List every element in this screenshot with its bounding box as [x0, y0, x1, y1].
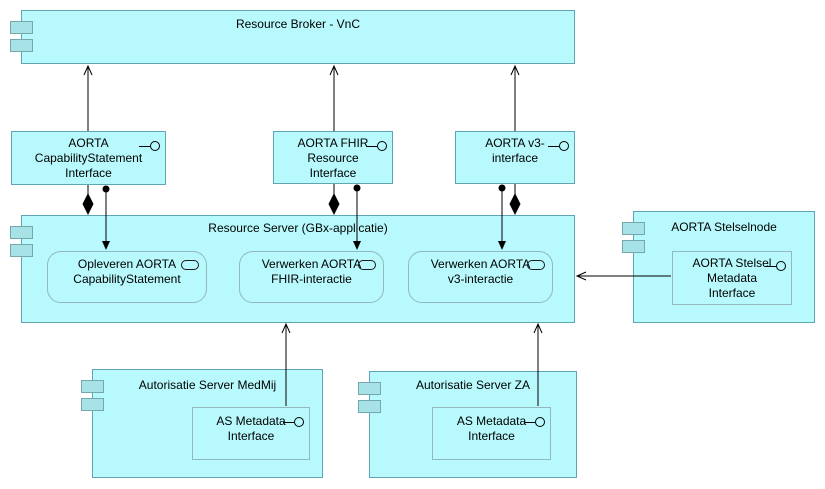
- as-metadata-interface-za-label: AS Metadata Interface: [456, 414, 527, 443]
- resource-server-label: Resource Server (GBx-applicatie): [208, 221, 388, 235]
- serving-arrow-fhir-to-broker: [329, 64, 339, 131]
- stelsel-metadata-interface-node[interactable]: AORTA Stelsel Metadata Interface: [672, 251, 792, 305]
- fhir-resource-interface-label: AORTA FHIR Resource Interface: [297, 136, 369, 180]
- verwerken-v3-interactie-service-node[interactable]: Verwerken AORTA v3-interactie: [408, 251, 553, 303]
- v3-interface-node[interactable]: AORTA v3- interface: [455, 131, 575, 184]
- composition-server-fhir: [328, 184, 340, 215]
- opleveren-capabilitystatement-service-node[interactable]: Opleveren AORTA CapabilityStatement: [47, 251, 207, 303]
- resource-broker-node[interactable]: Resource Broker - VnC: [10, 10, 575, 64]
- stelselnode-node[interactable]: AORTA Stelselnode AORTA Stelsel Metadata…: [622, 211, 815, 323]
- as-metadata-interface-medmij-node[interactable]: AS Metadata Interface: [192, 407, 310, 460]
- autorisatie-server-za-node[interactable]: Autorisatie Server ZA AS Metadata Interf…: [358, 371, 577, 478]
- verwerken-fhir-interactie-service-node[interactable]: Verwerken AORTA FHIR-interactie: [239, 251, 384, 303]
- resource-server-node[interactable]: Resource Server (GBx-applicatie) Oplever…: [10, 215, 575, 323]
- composition-server-capability: [82, 185, 94, 215]
- autorisatie-server-medmij-label: Autorisatie Server MedMij: [138, 378, 277, 392]
- verwerken-v3-interactie-service-label: Verwerken AORTA v3-interactie: [430, 257, 531, 286]
- as-metadata-interface-za-node[interactable]: AS Metadata Interface: [432, 407, 551, 460]
- v3-interface-label: AORTA v3- interface: [485, 136, 545, 165]
- stelselnode-label: AORTA Stelselnode: [671, 220, 777, 234]
- capabilitystatement-interface-node[interactable]: AORTA CapabilityStatement Interface: [11, 131, 166, 185]
- verwerken-fhir-interactie-service-label: Verwerken AORTA FHIR-interactie: [261, 257, 362, 286]
- capabilitystatement-interface-label: AORTA CapabilityStatement Interface: [34, 136, 143, 180]
- composition-server-v3: [509, 184, 521, 215]
- serving-arrow-capability-to-broker: [83, 64, 93, 131]
- stelsel-metadata-interface-label: AORTA Stelsel Metadata Interface: [692, 256, 772, 300]
- opleveren-capabilitystatement-service-label: Opleveren AORTA CapabilityStatement: [73, 257, 181, 286]
- fhir-resource-interface-node[interactable]: AORTA FHIR Resource Interface: [273, 131, 393, 184]
- resource-broker-label: Resource Broker - VnC: [235, 17, 361, 31]
- autorisatie-server-medmij-node[interactable]: Autorisatie Server MedMij AS Metadata In…: [81, 369, 323, 478]
- autorisatie-server-za-label: Autorisatie Server ZA: [415, 378, 531, 392]
- as-metadata-interface-medmij-label: AS Metadata Interface: [216, 414, 286, 443]
- serving-arrow-v3-to-broker: [510, 64, 520, 131]
